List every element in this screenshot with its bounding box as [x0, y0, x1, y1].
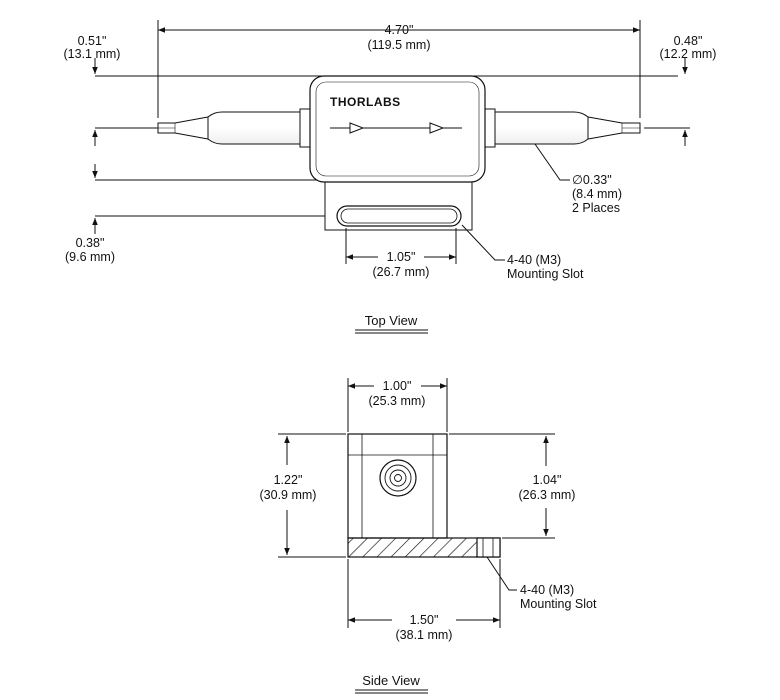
side-slot-callout-line1: 4-40 (M3): [520, 583, 574, 597]
left-pigtail-mm: (13.1 mm): [64, 47, 121, 61]
side-slot-callout-line2: Mounting Slot: [520, 597, 597, 611]
overall-length-inch: 4.70": [385, 23, 414, 37]
diameter-inch: ∅0.33": [572, 173, 612, 187]
slot-length-mm: (26.7 mm): [373, 265, 430, 279]
side-view-title: Side View: [362, 673, 420, 688]
body-height-mm: (26.3 mm): [519, 488, 576, 502]
overall-length-mm: (119.5 mm): [368, 38, 431, 52]
left-boot: [207, 111, 301, 145]
side-view: [278, 378, 555, 694]
left-collar: [299, 108, 311, 148]
slot-callout-line1: 4-40 (M3): [507, 253, 561, 267]
right-collar: [484, 108, 496, 148]
left-pigtail-inch: 0.51": [78, 34, 107, 48]
isolator-housing: [309, 75, 486, 183]
total-height-mm: (30.9 mm): [260, 488, 317, 502]
base-length-inch: 1.50": [410, 613, 439, 627]
top-view: [92, 20, 690, 334]
slot-leader-line: [461, 224, 505, 261]
right-boot: [494, 111, 589, 145]
diameter-note: 2 Places: [572, 201, 620, 215]
slot-callout-line2: Mounting Slot: [507, 267, 584, 281]
base-offset-inch: 0.38": [76, 236, 105, 250]
slot-length-inch: 1.05": [387, 250, 416, 264]
width-mm: (25.3 mm): [369, 394, 426, 408]
diameter-mm: (8.4 mm): [572, 187, 622, 201]
mounting-slot: [336, 205, 462, 227]
right-pigtail-mm: (12.2 mm): [660, 47, 717, 61]
top-view-labels: 4.70" (119.5 mm) 0.51" (13.1 mm) 0.48" (…: [64, 23, 717, 328]
total-height-inch: 1.22": [274, 473, 303, 487]
body-height-inch: 1.04": [533, 473, 562, 487]
side-mounting-slot: [476, 537, 501, 558]
width-inch: 1.00": [383, 379, 412, 393]
thorlabs-logo: THORLABS: [330, 95, 401, 109]
top-view-title: Top View: [365, 313, 418, 328]
diameter-leader-line: [534, 143, 570, 181]
right-pigtail-inch: 0.48": [674, 34, 703, 48]
direction-arrow-icon: [429, 122, 445, 134]
base-length-mm: (38.1 mm): [396, 628, 453, 642]
side-view-labels: 1.00" (25.3 mm) 1.22" (30.9 mm) 1.04" (2…: [260, 379, 597, 688]
direction-arrow-icon: [349, 122, 365, 134]
side-slot-leader-line: [486, 556, 517, 591]
base-offset-mm: (9.6 mm): [65, 250, 115, 264]
